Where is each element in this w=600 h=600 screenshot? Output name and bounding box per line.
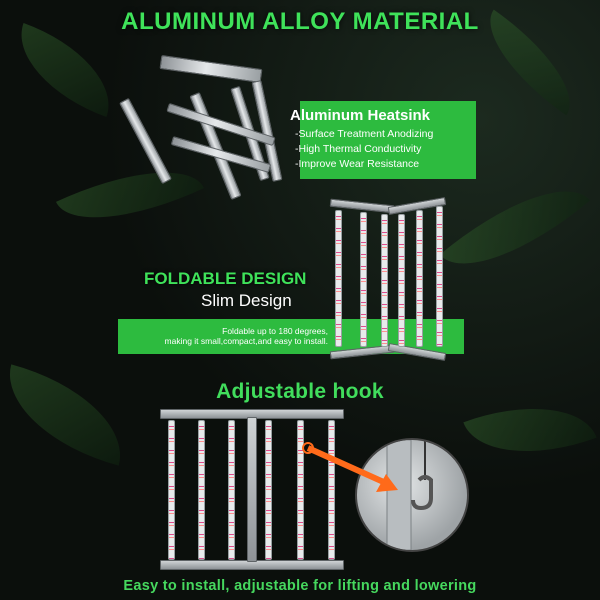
frame-rail bbox=[159, 54, 263, 84]
led-bar bbox=[198, 420, 205, 560]
feature-item: -Surface Treatment Anodizing bbox=[295, 128, 434, 140]
pointer-arrow-icon bbox=[302, 442, 398, 492]
foldable-design-title: FOLDABLE DESIGN bbox=[144, 269, 307, 288]
section-title-aluminum: ALUMINUM ALLOY MATERIAL bbox=[121, 8, 479, 35]
led-bar bbox=[335, 210, 342, 347]
led-bar bbox=[436, 206, 443, 347]
leaf-decoration bbox=[439, 158, 591, 297]
foldable-description: Foldable up to 180 degrees, making it sm… bbox=[128, 326, 328, 346]
heatsink-feature-panel bbox=[300, 101, 476, 179]
foldable-description-line: making it small,compact,and easy to inst… bbox=[164, 336, 328, 346]
leaf-decoration bbox=[55, 142, 205, 248]
feature-item: -Improve Wear Resistance bbox=[295, 158, 420, 170]
led-bar bbox=[398, 214, 405, 347]
led-bar bbox=[265, 420, 272, 560]
slim-design-title: Slim Design bbox=[201, 291, 292, 310]
adjustable-hook-title: Adjustable hook bbox=[216, 380, 384, 403]
install-caption: Easy to install, adjustable for lifting … bbox=[123, 578, 477, 594]
led-bar bbox=[416, 210, 423, 347]
hinge bbox=[247, 417, 257, 562]
foldable-description-line: Foldable up to 180 degrees, bbox=[222, 326, 328, 336]
leaf-decoration bbox=[3, 22, 127, 118]
feature-item: -High Thermal Conductivity bbox=[295, 143, 422, 155]
led-bar bbox=[168, 420, 175, 560]
heatsink-feature-list: -Surface Treatment Anodizing -High Therm… bbox=[295, 127, 433, 172]
frame-rail bbox=[119, 97, 172, 185]
led-bar bbox=[228, 420, 235, 560]
heatsink-title: Aluminum Heatsink bbox=[290, 107, 431, 124]
led-bar bbox=[297, 420, 304, 560]
led-bar bbox=[360, 212, 367, 347]
hook-zoom-inset bbox=[355, 438, 469, 552]
hook-icon bbox=[386, 440, 433, 550]
led-bar bbox=[328, 420, 335, 560]
led-bar bbox=[381, 214, 388, 347]
